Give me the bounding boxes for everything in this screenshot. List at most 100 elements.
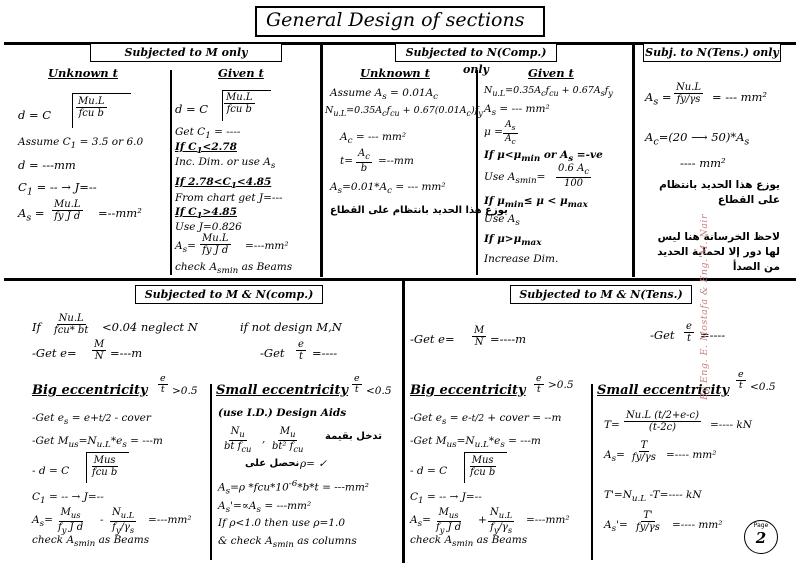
nc-use-as: Use As	[484, 213, 520, 229]
mnc-if: If	[32, 320, 41, 334]
mo-as-lhs: As =	[18, 206, 45, 224]
mnc-big-sqrt	[86, 452, 129, 483]
mnt-small-t-rest: =---- kN	[710, 419, 752, 431]
mo-as-rest: =--mm²	[98, 206, 142, 220]
mnc-big-3: - d = C	[32, 465, 70, 477]
mnc-get-e-rest: =---m	[110, 346, 143, 360]
mo-d-mm: d = ---mm	[18, 158, 76, 172]
mo-inc-dim: Inc. Dim. or use As	[175, 156, 276, 172]
page-badge: Page 2	[744, 520, 778, 554]
mnt-big-check: check Asmin as Beams	[410, 534, 528, 550]
mnt-small-tp: T'=Nu.L -T=---- kN	[604, 489, 702, 505]
mnc-get-et: -Get	[260, 346, 285, 360]
mnt-small-cond: <0.5	[750, 381, 776, 393]
mnc-big-5: As=	[32, 514, 53, 530]
nc-use-as-min: Use Asmin=	[484, 171, 546, 187]
mo-use-j: Use J=0.826	[175, 221, 242, 233]
mo-from-chart: From chart get J=---	[175, 192, 283, 204]
mnt-big-1: -Get es = e-t/2 + cover = --m	[410, 412, 562, 428]
header-m-n-comp: Subjected to M & N(comp.)	[135, 285, 323, 304]
mo-get-c1: Get C1 = ----	[175, 126, 241, 142]
mnt-small-asp-frac: T'fy/γs	[636, 510, 660, 533]
mnc-get-et-rest: =----	[312, 346, 338, 360]
mnc-small-2-ar: تدخل بقيمة	[325, 431, 382, 442]
mnc-small-7: & check Asmin as columns	[218, 535, 357, 551]
nc-unknown-t: Unknown t	[360, 66, 430, 80]
nc-t-rest: =--mm	[378, 155, 414, 167]
mnt-big-5-rest: =---mm²	[526, 514, 570, 526]
nc-arabic-note: يوزع هذا الحديد بانتظام على القطاع	[330, 205, 508, 216]
mnt-small-asp-rest: =---- mm²	[672, 519, 723, 531]
nt-arabic-2: لاحظ الخرسانة هنا ليس لها دور إلا لحماية…	[657, 231, 780, 273]
mnc-small-5: As'=∝As = ---mm²	[218, 500, 312, 516]
page-number: 2	[755, 529, 767, 547]
col-sep-n-comp	[476, 70, 478, 275]
mo-d-eq: d = C	[18, 108, 52, 122]
mo-as2-rest: =---mm²	[245, 240, 289, 252]
nt-ac-eq: Ac=(20 ⟶ 50)*As	[645, 130, 750, 148]
header-m-only: Subjected to M only	[90, 43, 282, 62]
mnt-small-t: T=	[604, 419, 620, 431]
divider-top-2	[632, 42, 635, 277]
mnc-big-4: C1 = -- → J=--	[32, 491, 104, 507]
page-badge-label: Page	[753, 522, 769, 529]
mnc-big-5-minus: -	[100, 514, 104, 526]
divider-bottom	[402, 278, 405, 563]
mnt-big-cond: >0.5	[548, 379, 574, 391]
nt-dash-mm: ---- mm²	[680, 156, 726, 170]
nc-g-nul: Nu.L=0.35Acfcu + 0.67Asfy	[484, 85, 613, 98]
mo-sqrt	[72, 93, 131, 128]
mnc-small-4: As=ρ *fcu*10-6*b*t = ---mm²	[218, 479, 370, 497]
mnt-big-sqrt	[464, 452, 507, 483]
mnc-small-ecc: Small eccentricity	[216, 383, 348, 398]
nc-t-eq: t=	[340, 155, 354, 167]
mnc-if-not: if not design M,N	[240, 320, 342, 334]
middle-rule	[4, 278, 796, 281]
mo-if-c1-lt: If C1<2.78	[175, 141, 237, 157]
nc-assume-as: Assume As = 0.01Ac	[330, 87, 439, 103]
mo-if-c1-gt: If C1>4.85	[175, 206, 237, 222]
mo-check: check Asmin as Beams	[175, 261, 293, 277]
nc-nul-eq: Nu.L=0.35Acfcu + 0.67(0.01Ac)fy	[325, 105, 483, 118]
col-sep-m-only	[170, 70, 172, 275]
col-sep-mn-tens	[591, 384, 593, 560]
mnt-get-e-rest: =----m	[490, 332, 527, 346]
mnt-big-4: C1 = -- → J=--	[410, 491, 482, 507]
col-sep-mn-comp	[210, 384, 212, 560]
given-t-heading: Given t	[218, 66, 264, 80]
mnc-small-6: If ρ<1.0 then use ρ=1.0	[218, 517, 346, 529]
mo-given-sqrt	[222, 90, 271, 121]
unknown-t-heading: Unknown t	[48, 66, 118, 80]
mnt-big-3: - d = C	[410, 465, 448, 477]
mnt-get-et-rest: =----	[700, 328, 726, 342]
mnt-big-5-plus: +	[478, 514, 487, 526]
nt-arabic-1: يوزع هذا الحديد بانتظام على القطاع	[659, 179, 780, 206]
mnc-get-e: -Get e=	[32, 346, 77, 360]
mo-as2-lhs: As=	[175, 240, 196, 256]
mo-given-d: d = C	[175, 102, 209, 116]
mnc-big-5-rest: =---mm²	[148, 514, 192, 526]
mnc-big-check: check Asmin as Beams	[32, 534, 150, 550]
nc-given-t: Given t	[528, 66, 574, 80]
mnc-small-2-and: ,	[262, 433, 266, 445]
header-m-n-tens: Subjected to M & N(Tens.)	[510, 285, 692, 304]
